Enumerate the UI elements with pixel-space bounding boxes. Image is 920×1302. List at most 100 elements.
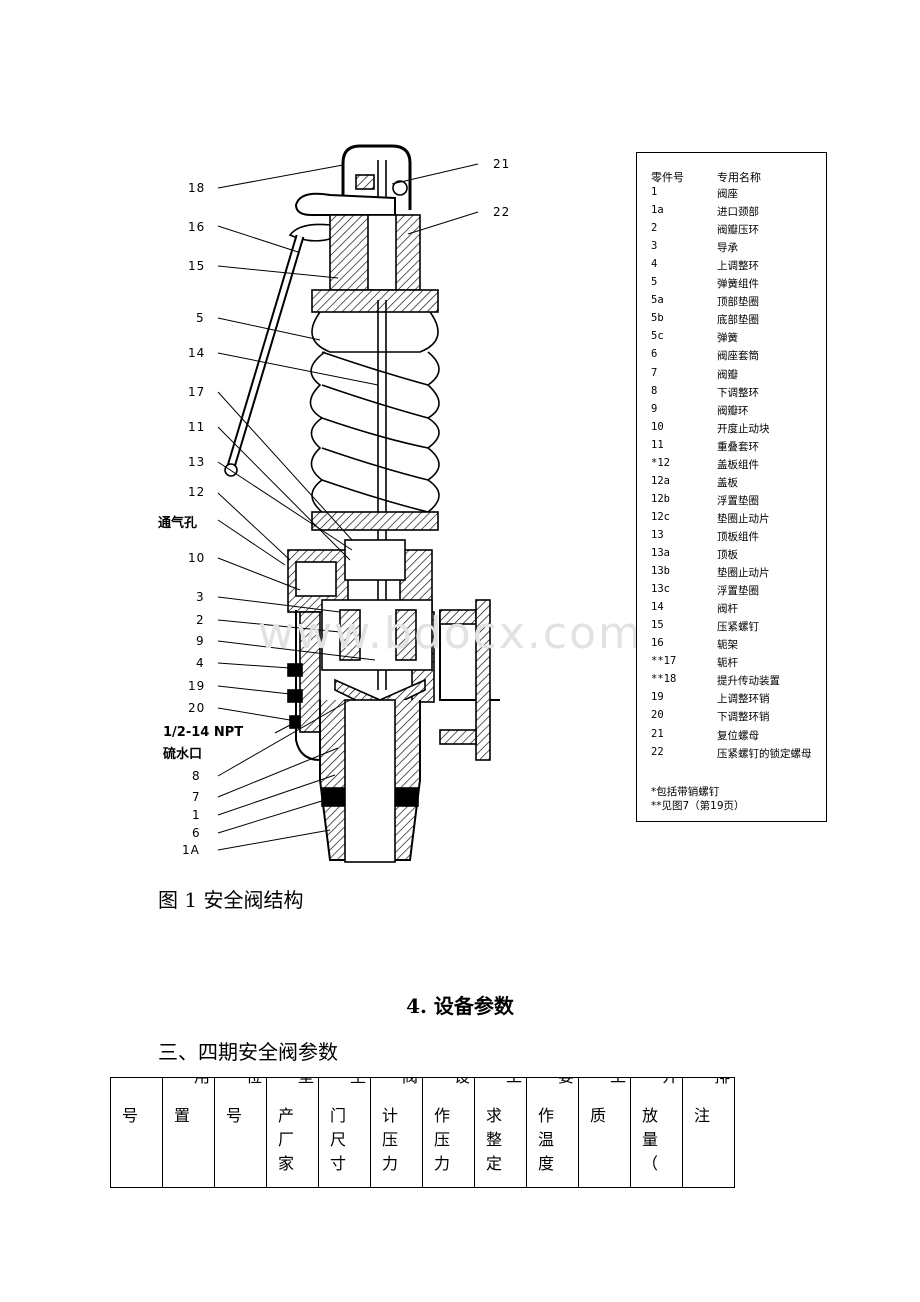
part-name: 顶板 [717, 549, 738, 561]
part-number: 21 [651, 727, 664, 740]
cell-clipped-char: 介 [662, 1079, 678, 1087]
part-number: 13a [651, 547, 670, 559]
callout-14: 14 [188, 346, 206, 360]
callout-vent-hole: 通气孔 [158, 516, 198, 531]
cell-clipped-char: 要 [558, 1079, 574, 1087]
part-number: 19 [651, 691, 664, 704]
safety-valve-diagram [140, 140, 540, 880]
callout-17: 17 [188, 385, 206, 399]
cell-clipped-char: 型 [298, 1079, 314, 1087]
part-number: 10 [651, 420, 664, 433]
part-name: 盖板组件 [717, 458, 759, 471]
part-number: 13 [651, 528, 664, 541]
cell-text: 号 [226, 1106, 243, 1125]
part-name: 浮置垫圈 [717, 585, 759, 598]
table-header-row: 号用置位号型产厂家生门尺寸阀计压力设作压力工求整定要作温度工质介放量（排注 [110, 1077, 735, 1188]
part-number: 20 [651, 709, 664, 722]
part-name: 导承 [717, 242, 738, 255]
parts-note-1: *包括带销螺钉 [651, 786, 720, 798]
table-header-cell: 型产厂家 [266, 1077, 319, 1188]
valve-drawing [217, 144, 500, 863]
callout-22: 22 [493, 205, 511, 219]
part-number: 13b [651, 565, 670, 578]
valve-parameter-table: 号用置位号型产厂家生门尺寸阀计压力设作压力工求整定要作温度工质介放量（排注 [110, 1077, 735, 1188]
part-name: 轭架 [717, 639, 738, 652]
callout-1: 1 [192, 808, 201, 822]
callout-4: 4 [196, 656, 205, 670]
part-name: 轭杆 [717, 657, 738, 670]
part-number: 9 [651, 402, 658, 415]
parts-header-number: 零件号 [651, 171, 684, 184]
watermark: www.bdocx.com [258, 608, 643, 659]
callout-19: 19 [188, 679, 206, 693]
callout-15: 15 [188, 259, 206, 273]
parts-header-name: 专用名称 [717, 171, 761, 184]
cell-text: 号 [122, 1106, 139, 1125]
callout-drain-port: 硫水口 [163, 747, 203, 762]
callout-13: 13 [188, 455, 206, 469]
part-number: 5b [651, 312, 664, 325]
part-number: 12c [651, 510, 670, 523]
cell-text: 产厂家 [278, 1106, 295, 1173]
part-name: 阀座 [717, 188, 738, 200]
part-number: 11 [651, 438, 664, 451]
part-number: 16 [651, 637, 664, 650]
callout-npt: 1/2-14 NPT [163, 725, 244, 740]
part-name: 弹簧组件 [717, 278, 759, 291]
part-number: 4 [651, 258, 658, 271]
callout-18: 18 [188, 181, 206, 195]
callout-2: 2 [196, 613, 205, 627]
part-name: 盖板 [717, 476, 738, 489]
part-name: 重叠套环 [717, 440, 759, 453]
part-number: 22 [651, 745, 664, 758]
part-name: 阀瓣 [717, 368, 738, 381]
callout-6: 6 [192, 826, 201, 840]
part-name: 上调整环销 [717, 693, 770, 706]
part-name: 开度止动块 [717, 422, 770, 435]
callout-20: 20 [188, 701, 206, 715]
section-title: 4. 设备参数 [406, 994, 514, 1018]
part-number: 5a [651, 294, 664, 307]
callout-7: 7 [192, 790, 201, 804]
callout-8: 8 [192, 769, 201, 783]
part-number: 6 [651, 348, 658, 361]
cell-text: 置 [174, 1106, 191, 1125]
part-number: 14 [651, 601, 664, 614]
cell-clipped-char: 阀 [402, 1079, 418, 1087]
part-number: *12 [651, 456, 670, 469]
callout-11: 11 [188, 420, 206, 434]
part-name: 弹簧 [717, 332, 738, 345]
part-name: 垫圈止动片 [717, 567, 770, 580]
cell-text: 质 [590, 1106, 607, 1125]
part-number: **17 [651, 655, 677, 668]
cell-clipped-char: 设 [454, 1079, 470, 1087]
part-name: 压紧螺钉的锁定螺母 [717, 747, 812, 760]
callout-3: 3 [196, 590, 205, 604]
part-name: 顶部垫圈 [717, 296, 759, 309]
part-name: 复位螺母 [717, 729, 759, 742]
callout-9: 9 [196, 634, 205, 648]
part-number: 7 [651, 366, 658, 379]
callout-21: 21 [493, 157, 511, 171]
cell-clipped-char: 工 [610, 1079, 626, 1087]
part-number: 2 [651, 222, 658, 235]
callout-16: 16 [188, 220, 206, 234]
table-header-cell: 要作温度 [526, 1077, 579, 1188]
table-subtitle: 三、四期安全阀参数 [158, 1040, 338, 1064]
cell-text: 门尺寸 [330, 1106, 347, 1173]
part-name: 阀瓣环 [717, 404, 749, 417]
cell-text: 注 [694, 1106, 711, 1125]
table-header-cell: 位号 [214, 1077, 267, 1188]
cell-clipped-char: 位 [246, 1079, 262, 1087]
part-number: 12a [651, 474, 670, 487]
table-header-cell: 生门尺寸 [318, 1077, 371, 1188]
part-name: 提升传动装置 [717, 675, 780, 688]
part-name: 浮置垫圈 [717, 494, 759, 507]
part-number: **18 [651, 673, 677, 686]
part-number: 12b [651, 492, 670, 505]
part-number: 3 [651, 240, 658, 253]
cell-clipped-char: 工 [506, 1079, 522, 1087]
part-name: 阀杆 [717, 603, 738, 616]
valve-outline [217, 144, 500, 863]
callout-12: 12 [188, 485, 206, 499]
